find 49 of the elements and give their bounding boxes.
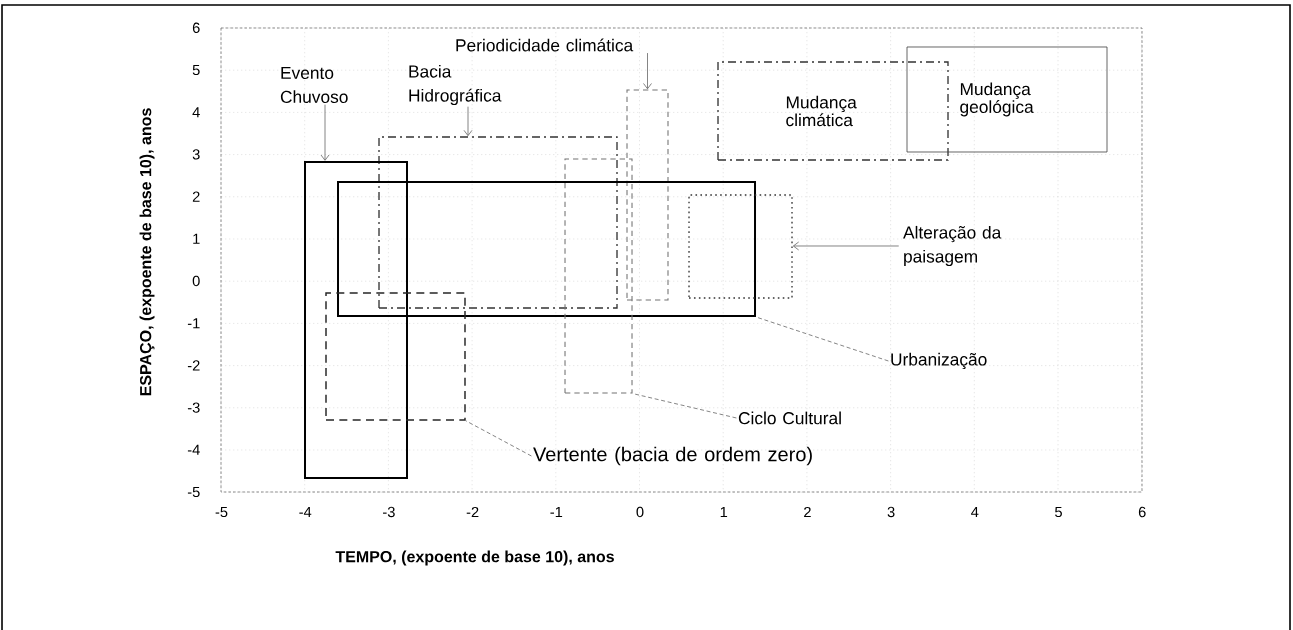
range-box [304, 161, 408, 479]
axis-title: ESPAÇO, (expoente de base 10), anos [139, 108, 155, 396]
tick-label: -3 [187, 402, 200, 413]
range-box [688, 194, 793, 299]
tick-label: -5 [215, 506, 228, 518]
tick-label: 6 [192, 22, 200, 33]
pointer-arrow [320, 104, 330, 161]
region-label: Alteração da paisagem [903, 225, 1002, 267]
region-label: Ciclo Cultural [738, 411, 841, 425]
tick-label: 4 [971, 506, 979, 518]
tick-label: -1 [187, 318, 200, 329]
region-label: Vertente (bacia de ordem zero) [533, 446, 812, 466]
range-box [378, 136, 618, 309]
pointer-arrow [792, 241, 900, 251]
tick-label: -1 [550, 506, 563, 518]
range-box [564, 158, 633, 394]
tick-label: -4 [299, 506, 312, 518]
tick-label: 1 [193, 233, 200, 244]
pointer-arrow [643, 52, 652, 90]
tick-label: -2 [187, 360, 200, 371]
axis-title: TEMPO, (expoente de base 10), anos [335, 550, 614, 566]
tick-label: -5 [187, 486, 200, 498]
tick-label: 4 [192, 107, 200, 118]
tick-label: 2 [804, 506, 811, 518]
region-label: Evento Chuvoso [280, 66, 348, 104]
tick-label: 0 [192, 275, 200, 287]
tick-label: -2 [466, 506, 479, 518]
tick-label: 2 [192, 191, 200, 202]
tick-label: -3 [383, 506, 395, 518]
tick-label: 1 [720, 506, 728, 518]
tick-label: -4 [187, 444, 200, 455]
pointer-arrow [463, 106, 473, 137]
range-box [626, 89, 669, 301]
region-label: Urbanização [891, 352, 987, 370]
leader-line [755, 316, 889, 362]
range-box [337, 181, 756, 317]
tick-label: 0 [636, 506, 644, 518]
tick-label: 5 [192, 64, 200, 76]
labeled-range-box: Mudança geológica [906, 46, 1108, 153]
tick-label: 3 [887, 506, 895, 518]
region-label: Bacia Hidrográfica [409, 64, 502, 106]
tick-label: 6 [1138, 506, 1146, 518]
labeled-range-box: Mudança climática [717, 61, 949, 161]
leader-line [465, 420, 532, 457]
leader-line [632, 393, 737, 419]
tick-label: 5 [1055, 506, 1062, 518]
tick-label: 3 [192, 149, 200, 160]
region-label: Periodicidade climática [456, 38, 634, 52]
range-box [325, 292, 466, 421]
